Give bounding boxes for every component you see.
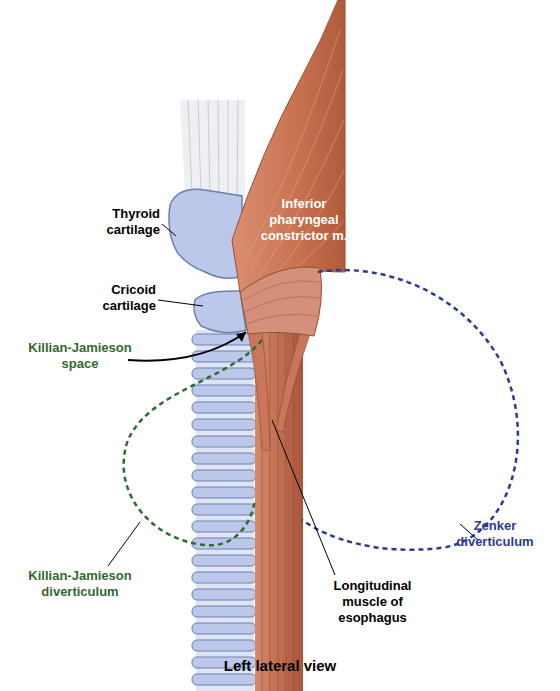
tracheal-ring	[192, 487, 256, 498]
membrane-fibers	[188, 100, 238, 199]
tracheal-ring	[192, 385, 256, 396]
cricoid-cartilage	[194, 291, 246, 333]
thyroid-cartilage	[169, 189, 242, 278]
diverticulum-label: Zenker diverticulum	[440, 518, 550, 550]
leader-line	[162, 224, 176, 236]
tracheal-ring	[192, 504, 256, 515]
tracheal-ring	[192, 555, 256, 566]
cricopharyngeus-fibers	[244, 281, 320, 324]
tracheal-ring	[192, 453, 256, 464]
longitudinal-strand	[248, 332, 270, 450]
part-label: Cricoid cartilage	[60, 282, 156, 314]
arrowhead	[236, 332, 246, 342]
caption: Left lateral view	[80, 656, 480, 675]
tracheal-ring	[192, 419, 256, 430]
tracheal-ring	[192, 640, 256, 651]
longitudinal-strand	[276, 332, 310, 432]
leader-line	[272, 420, 335, 575]
muscle-label: Inferior pharyngeal constrictor m.	[258, 196, 350, 244]
cricopharyngeus	[240, 267, 322, 336]
membrane	[180, 100, 245, 200]
tracheal-ring	[192, 674, 256, 685]
tracheal-ring	[192, 436, 256, 447]
tracheal-ring	[192, 334, 256, 345]
killian-jamieson-outline	[124, 340, 262, 545]
part-label: Thyroid cartilage	[60, 206, 160, 238]
tracheal-ring	[192, 402, 256, 413]
trachea	[192, 330, 256, 691]
zenker-outline	[302, 270, 518, 550]
constrictor-muscle	[232, 0, 345, 292]
tracheal-ring	[192, 470, 256, 481]
tracheal-ring	[192, 623, 256, 634]
leader-arrow	[128, 332, 246, 361]
tracheal-ring	[192, 606, 256, 617]
muscle-fibers	[245, 30, 344, 282]
space-label: Killian-Jamieson space	[20, 340, 140, 372]
muscle-label: Longitudinal muscle of esophagus	[310, 578, 435, 626]
tracheal-ring	[192, 572, 256, 583]
leader-line	[158, 300, 203, 306]
tracheal-ring	[192, 589, 256, 600]
diverticulum-label: Killian-Jamieson diverticulum	[20, 568, 140, 600]
leader-line	[108, 522, 140, 566]
